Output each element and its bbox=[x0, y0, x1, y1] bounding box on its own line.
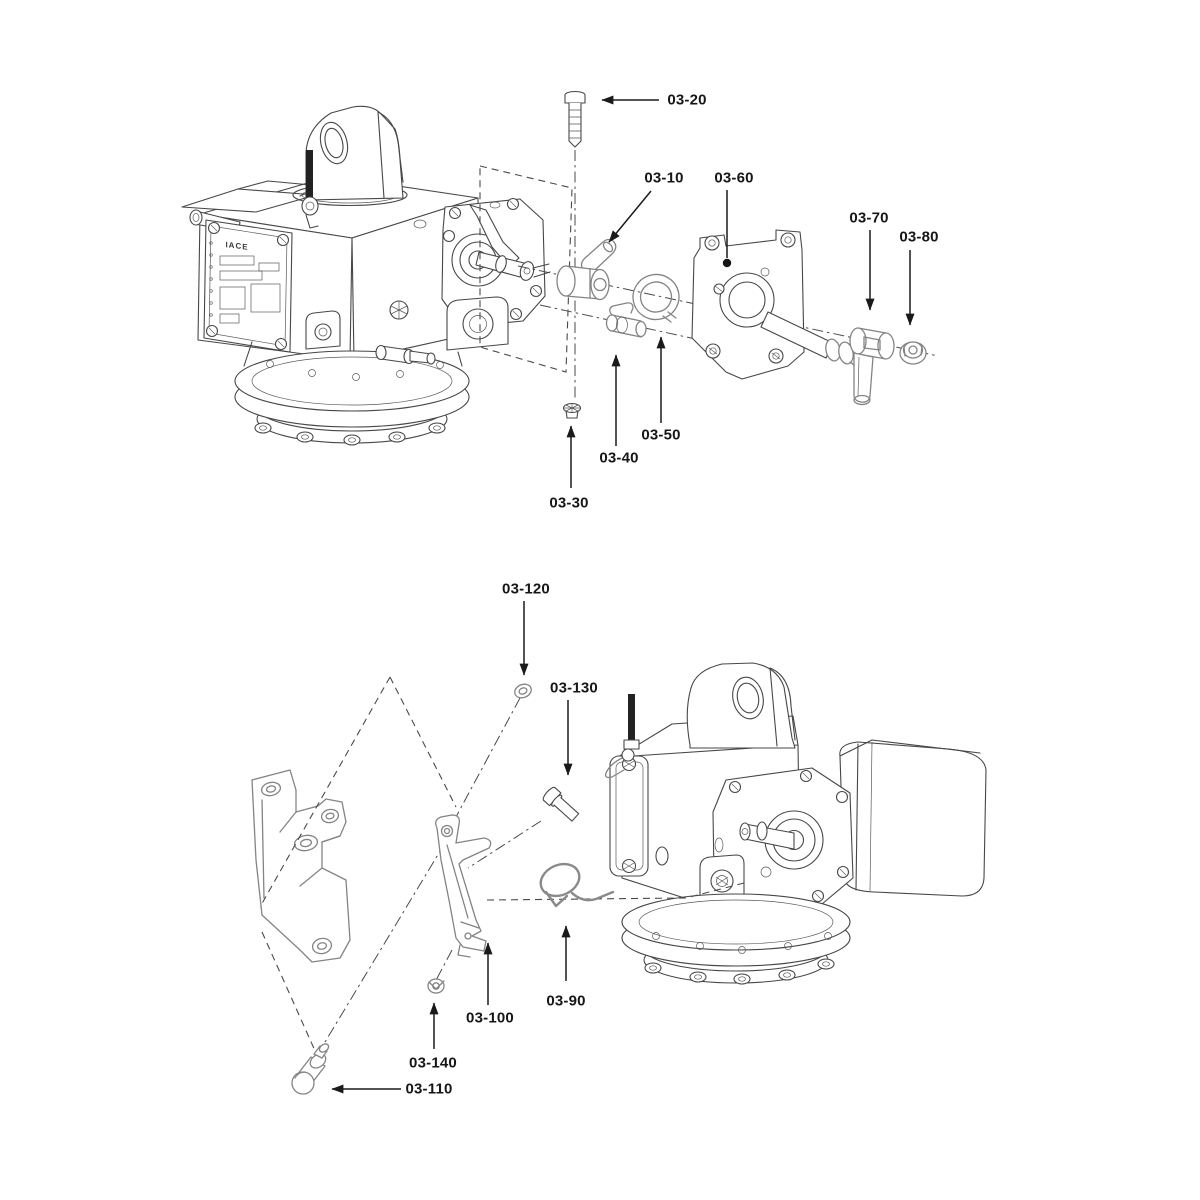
lifting-eye-top bbox=[305, 105, 404, 201]
part-friction-ring-03-50 bbox=[632, 273, 680, 323]
shaft-pins bbox=[375, 344, 436, 365]
part-label-03-60: 03-60 bbox=[714, 169, 754, 187]
output-face-plate-bottom bbox=[712, 767, 854, 909]
bottom-exploded-view bbox=[251, 601, 987, 1095]
part-label-03-30: 03-30 bbox=[549, 494, 589, 512]
part-lock-ring-03-120 bbox=[514, 683, 532, 699]
top-exploded-view bbox=[181, 90, 939, 488]
part-spring-clip-03-90 bbox=[539, 862, 615, 908]
part-screw-03-30 bbox=[562, 402, 582, 419]
part-label-03-90: 03-90 bbox=[546, 992, 586, 1010]
part-link-lever-03-100 bbox=[435, 814, 492, 958]
output-face-plate bbox=[441, 197, 551, 328]
part-label-03-140: 03-140 bbox=[409, 1054, 457, 1072]
part-label-03-110: 03-110 bbox=[405, 1080, 453, 1098]
gearbox-assembly-bottom bbox=[604, 662, 987, 985]
part-label-03-50: 03-50 bbox=[641, 426, 681, 444]
gearbox-assembly-top bbox=[181, 105, 551, 446]
part-label-03-40: 03-40 bbox=[599, 449, 639, 467]
position-indicator-rod bbox=[301, 150, 319, 229]
part-hex-bolt-03-20 bbox=[564, 90, 586, 148]
part-drive-pin-03-10 bbox=[580, 238, 617, 274]
part-clamp-fitting-03-40 bbox=[605, 302, 647, 338]
part-flange-nut-03-80 bbox=[899, 341, 927, 365]
part-hex-bolt-03-130 bbox=[542, 786, 580, 822]
part-coupler-03-10 bbox=[556, 265, 610, 301]
callout-arrow-03-10 bbox=[608, 190, 652, 243]
part-label-03-100: 03-100 bbox=[466, 1009, 514, 1027]
base-flange-bottom bbox=[621, 893, 851, 985]
wall-bracket bbox=[251, 769, 351, 963]
part-label-03-20: 03-20 bbox=[667, 91, 707, 109]
base-flange-top bbox=[234, 350, 470, 446]
nameplate bbox=[203, 219, 293, 353]
part-nut-03-140 bbox=[427, 978, 445, 994]
part-label-03-10: 03-10 bbox=[644, 169, 684, 187]
part-mounting-bracket-03-60 bbox=[691, 229, 859, 380]
construction-lines-bottom bbox=[259, 676, 745, 1054]
part-lever-03-70 bbox=[849, 327, 895, 406]
part-label-03-130: 03-130 bbox=[550, 679, 598, 697]
part-label-03-120: 03-120 bbox=[502, 580, 550, 598]
callout-leader-03-60 bbox=[722, 190, 732, 268]
part-ball-stud-03-110 bbox=[291, 1043, 330, 1095]
part-label-03-80: 03-80 bbox=[899, 228, 939, 246]
dashed-section-box bbox=[479, 165, 573, 373]
part-label-03-70: 03-70 bbox=[849, 209, 889, 227]
lifting-eye-bottom bbox=[686, 662, 796, 749]
